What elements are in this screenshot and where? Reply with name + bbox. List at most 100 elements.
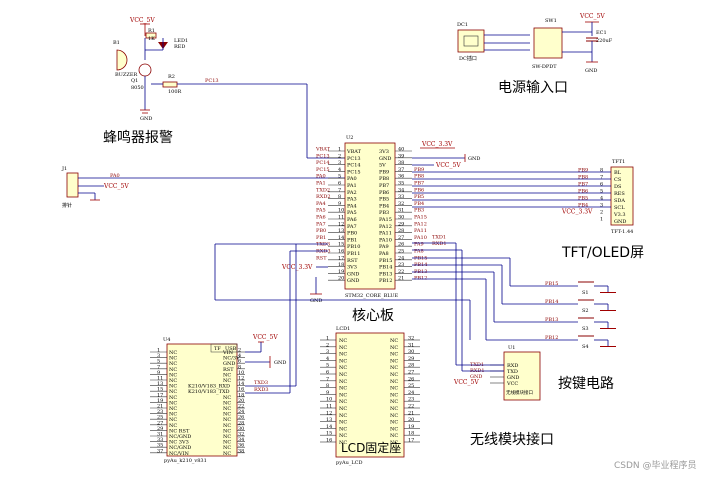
power-switch bbox=[533, 27, 563, 59]
u1-pin-name: GND bbox=[507, 375, 519, 381]
u2-right-pin-num: 31 bbox=[398, 208, 404, 214]
key-gnd-symbol bbox=[600, 328, 616, 329]
u2-part: STM32_CORE_BLUE bbox=[345, 293, 399, 299]
u2-left-pin-num: 14 bbox=[338, 235, 344, 241]
u2-left-pin-name: PC15 bbox=[347, 169, 361, 175]
lcd-left-pin-name: NC bbox=[339, 433, 347, 439]
key-net-label: PB13 bbox=[545, 317, 558, 323]
tft-pin-name: CS bbox=[614, 177, 622, 183]
u2-left-net: PC13 bbox=[316, 153, 330, 159]
lcd-right-pin-name: NC bbox=[390, 392, 398, 398]
u2-right-pin-name: PB13 bbox=[379, 271, 392, 277]
u2-left-pin-num: 6 bbox=[338, 181, 341, 187]
lcd-right-pin-num: 25 bbox=[408, 383, 414, 389]
lcd-right-pin-name: NC bbox=[390, 379, 398, 385]
u2-left-pin-name: PB11 bbox=[347, 251, 360, 257]
u4-left-pin-name: NC/GND bbox=[169, 445, 191, 451]
u2-right-net: PB9 bbox=[414, 167, 424, 173]
lcd-right-pin-num: 23 bbox=[408, 397, 414, 403]
u2-right-net: PA10 bbox=[414, 235, 427, 241]
u2-right-pin-num: 21 bbox=[398, 276, 404, 282]
u2-right-pin-num: 33 bbox=[398, 194, 404, 200]
lcd-left-pin-num: 6 bbox=[326, 370, 329, 376]
lcd-right-pin-num: 32 bbox=[408, 336, 414, 342]
tft-pin-num: 5 bbox=[600, 189, 603, 195]
u4-right-pin-name: NC bbox=[223, 428, 231, 434]
lcd-left-pin-name: NC bbox=[339, 365, 347, 371]
u2-vcc33-label: VCC_3.3V bbox=[421, 141, 453, 148]
u2-left-net: PA0 bbox=[316, 174, 326, 180]
lcd-left-pin-num: 1 bbox=[326, 336, 329, 342]
u2-left-pin-num: 19 bbox=[338, 269, 344, 275]
u1-pin-name: VCC bbox=[506, 381, 518, 387]
u4-left-pin-name: NC bbox=[169, 412, 177, 418]
u2-vcc5-label: VCC_5V bbox=[435, 162, 461, 169]
key-ref: S3 bbox=[582, 326, 589, 332]
u4-right-pin-name: NC bbox=[223, 412, 231, 418]
tft1-part: TFT-1.44 bbox=[611, 229, 633, 235]
u2-right-pin-name: PB8 bbox=[379, 176, 389, 182]
lcd-left-pin-num: 10 bbox=[326, 397, 332, 403]
lcd-left-pin-num: 14 bbox=[326, 424, 332, 430]
u4-right-pin-name: NC bbox=[223, 406, 231, 412]
tft-net: PB8 bbox=[578, 175, 588, 181]
u4-right-pin-num: 2 bbox=[238, 348, 241, 354]
lcd-left-pin-num: 8 bbox=[326, 383, 329, 389]
u2-left-pin-name: PB1 bbox=[347, 237, 357, 243]
lcd-left-pin-name: NC bbox=[339, 399, 347, 405]
dc1-ref: DC1 bbox=[457, 22, 468, 28]
lcd-left-pin-name: NC bbox=[339, 386, 347, 392]
u4-right-pin-name: NC bbox=[223, 451, 231, 457]
tft-net: PB9 bbox=[578, 168, 588, 174]
lcd1-ref: LCD1 bbox=[336, 326, 350, 332]
u2-left-pin-name: VBAT bbox=[346, 149, 362, 155]
r1-ref: R1 bbox=[148, 28, 155, 34]
lcd-left-pin-name: NC bbox=[339, 352, 347, 358]
u2-left-pin-name: PA0 bbox=[347, 176, 357, 182]
lcd-right-pin-num: 28 bbox=[408, 363, 414, 369]
key-ref: S2 bbox=[582, 308, 589, 314]
u4-right-pin-num: 26 bbox=[238, 415, 244, 421]
u2-right-pin-name: PB3 bbox=[379, 210, 389, 216]
u2-left-pin-num: 9 bbox=[338, 201, 341, 207]
u2-right-pin-name: PA10 bbox=[379, 237, 392, 243]
u2-right-pin-num: 35 bbox=[398, 181, 404, 187]
u4-right-pin-num: 24 bbox=[238, 409, 244, 415]
lcd-right-pin-num: 17 bbox=[408, 438, 414, 444]
u4-right-pin-name: NC bbox=[223, 445, 231, 451]
u2-left-pin-num: 13 bbox=[338, 228, 344, 234]
sw1-part: SW-DPDT bbox=[532, 64, 557, 70]
lcd-right-pin-num: 22 bbox=[408, 404, 414, 410]
led1-color: RED bbox=[174, 44, 185, 50]
u4-right-pin-name: NC bbox=[223, 395, 231, 401]
ec1-value: 220uF bbox=[596, 38, 613, 44]
u4-left-pin-name: NC bbox=[169, 400, 177, 406]
key-gnd-symbol bbox=[600, 310, 616, 311]
u2-right-pin-name: PB6 bbox=[379, 190, 389, 196]
u2-left-pin-name: RST bbox=[347, 258, 358, 264]
u2-left-pin-name: PA5 bbox=[347, 210, 357, 216]
u4-left-pin-num: 1 bbox=[157, 348, 160, 354]
u2-right-net: PB5 bbox=[414, 194, 424, 200]
buzzer-circuit: VCC_5V R1 1K B1 BUZZER LED1 RED Q1 8050 … bbox=[103, 17, 345, 159]
lcd-right-pin-name: NC bbox=[390, 338, 398, 344]
tft-net: PB7 bbox=[578, 182, 588, 188]
tft-pin-name: RES bbox=[614, 191, 625, 197]
lcd-left-pin-num: 12 bbox=[326, 410, 332, 416]
u4-right-pin-name: NC bbox=[223, 434, 231, 440]
u4-right-pin-num: 34 bbox=[238, 437, 244, 443]
lcd-left-pin-name: NC bbox=[339, 406, 347, 412]
lcd-left-pin-num: 5 bbox=[326, 363, 329, 369]
key-ref: S1 bbox=[582, 290, 589, 296]
u4-left-pin-name: NC bbox=[169, 384, 177, 390]
lcd-left-pin-num: 4 bbox=[326, 356, 329, 362]
u2-right-pin-num: 32 bbox=[398, 201, 404, 207]
u2-left-net: PA6 bbox=[316, 215, 326, 221]
u2-right-net: PA12 bbox=[414, 221, 427, 227]
r1-resistor bbox=[145, 32, 157, 39]
power-vcc-label: VCC_5V bbox=[579, 13, 605, 20]
u4-left-pin-num: 31 bbox=[157, 432, 163, 438]
